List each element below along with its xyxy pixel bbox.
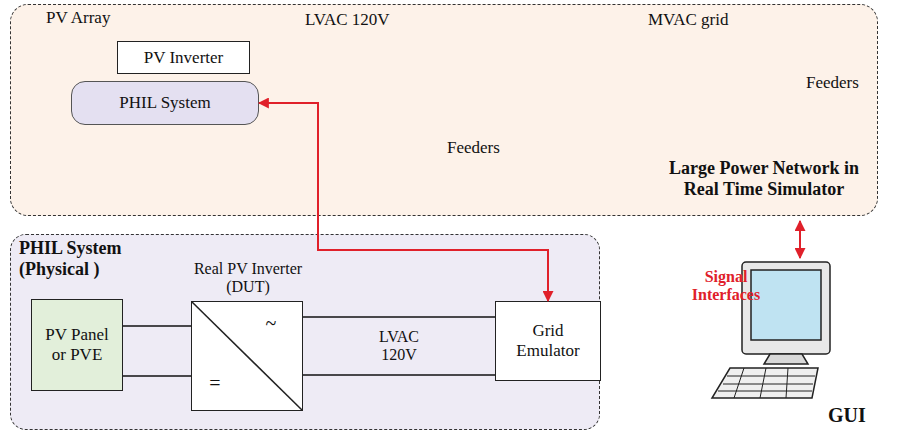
dc-symbol: = (206, 372, 224, 395)
computer-icon (712, 262, 830, 398)
region-title: PHIL System (Physical ) (19, 238, 154, 279)
node-label: PHIL System (114, 93, 215, 113)
process-box: PV Inverter (117, 41, 250, 74)
diagonal-line (192, 302, 302, 410)
node-label: Grid Emulator (496, 321, 600, 360)
gui-label: GUI (828, 404, 866, 427)
wire (123, 375, 191, 377)
node-label: PV Panel or PVE (32, 325, 122, 364)
process-box: PHIL System (71, 81, 259, 125)
region-title: Large Power Network in Real Time Simulat… (653, 158, 875, 199)
inverter-box: Real PV Inverter (DUT)~= (191, 301, 303, 411)
physical-region: PHIL System (Physical ) PV Panel or PVE Re… (10, 234, 600, 430)
simulator-region: Large Power Network in Real Time Simulat… (10, 4, 878, 216)
power-connector (303, 317, 495, 375)
converter-diagonal (192, 302, 302, 410)
ac-symbol: ~ (262, 312, 280, 335)
node-label: PV Inverter (139, 48, 228, 68)
wire (303, 316, 495, 318)
device-title: Real PV Inverter (DUT) (183, 260, 313, 297)
signal-arrow (799, 221, 801, 258)
signal-connector (259, 103, 548, 301)
signal-line (259, 103, 548, 301)
wire (123, 325, 191, 327)
process-box: Grid Emulator (495, 301, 601, 381)
wire (303, 374, 495, 376)
power-connector (123, 326, 191, 376)
source-box: PV Panel or PVE (31, 299, 123, 391)
signal-label: Signal Interfaces (676, 268, 776, 305)
